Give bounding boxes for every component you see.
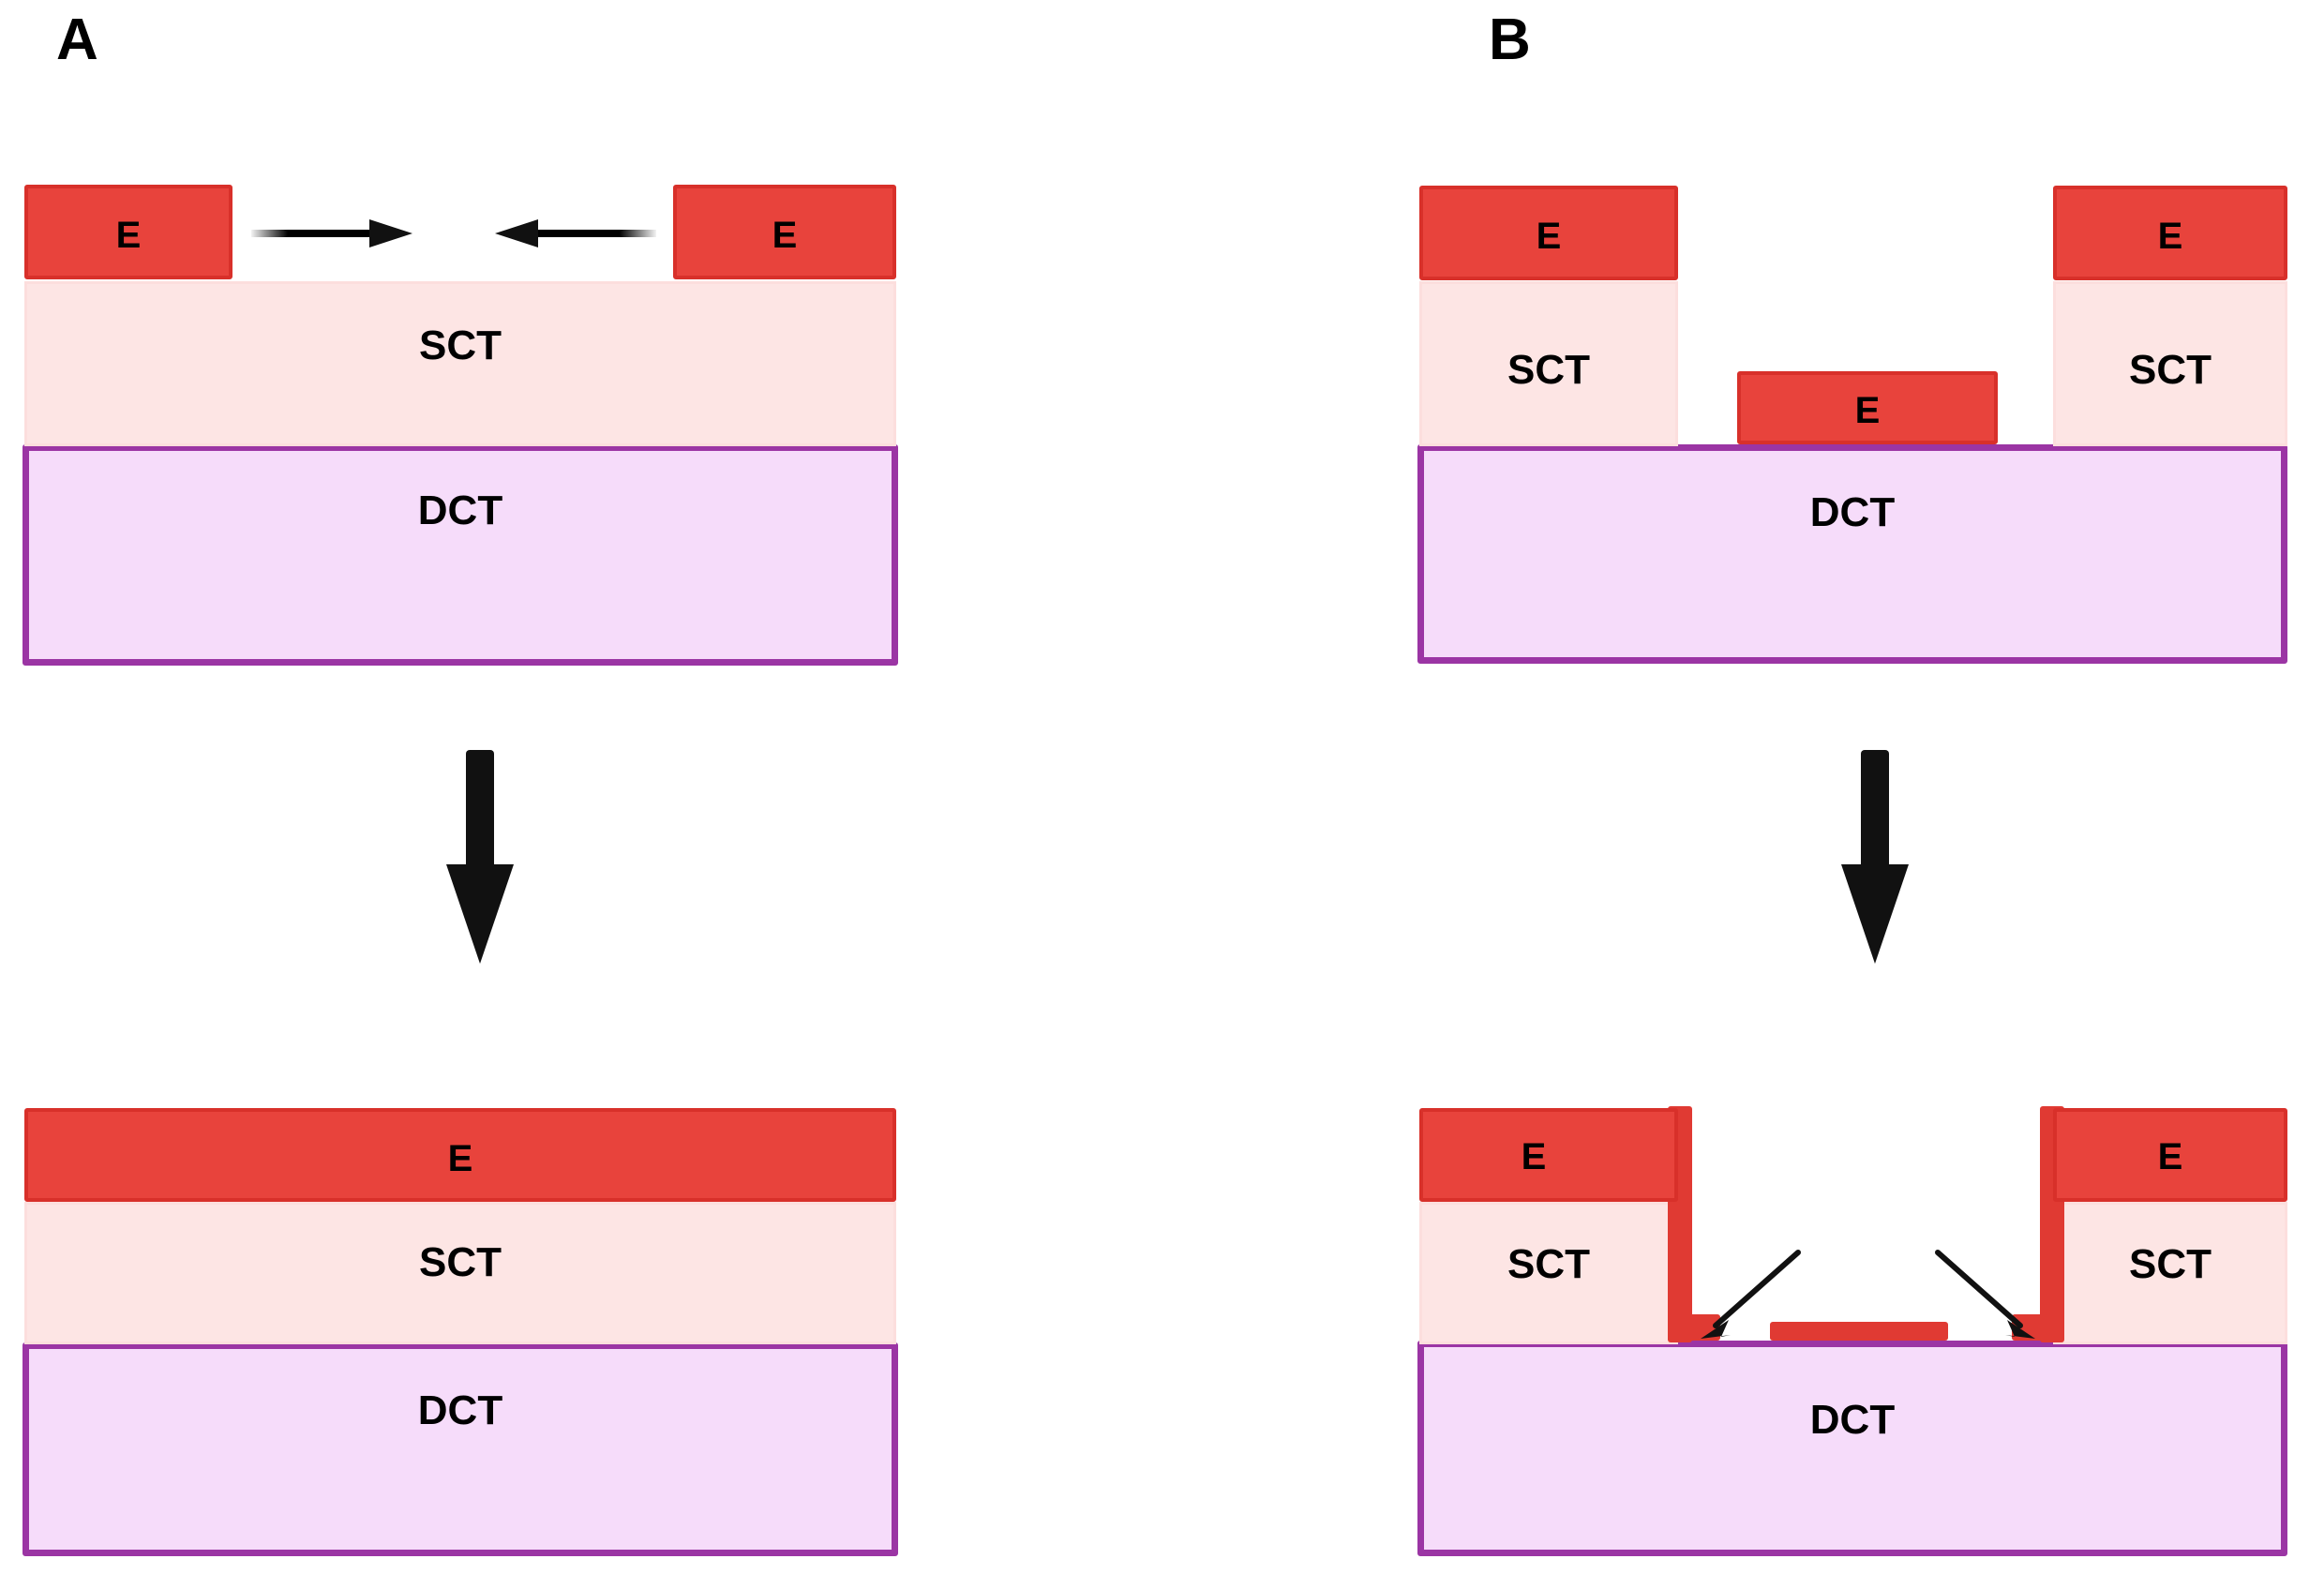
panel-a-result-sct-label: SCT [419, 1239, 502, 1285]
panel-b-result-sct-pillar-left: SCT [1419, 1202, 1678, 1344]
panel-b-result-epithelium-left-cap-label: E [1521, 1136, 1547, 1177]
panel-b-epithelium-right-cap-label: E [2157, 216, 2183, 257]
process-arrow-right [1841, 750, 1909, 964]
panel-b-epithelium-left-cap-label: E [1536, 216, 1562, 257]
panel-b-result-dct-label: DCT [1809, 1397, 1896, 1443]
panel-a-sct-label: SCT [419, 322, 502, 368]
panel-b-epithelium-right-cap: E [2053, 186, 2287, 280]
panel-letter-a: A [56, 7, 98, 72]
panel-b-epithelium-island: E [1737, 371, 1998, 444]
panel-a-result-dct-layer: DCT [22, 1342, 898, 1556]
panel-b-dct-label: DCT [1809, 489, 1896, 535]
panel-a-epithelium-left-label: E [115, 215, 142, 256]
panel-b-sct-pillar-left-label: SCT [1507, 347, 1590, 393]
panel-b-result-epithelium-right-cap: E [2053, 1108, 2287, 1202]
panel-b-sct-pillar-right-label: SCT [2129, 347, 2212, 393]
panel-b-result-sct-pillar-left-label: SCT [1507, 1241, 1590, 1287]
panel-a-migration-arrow-right [251, 219, 412, 247]
panel-a-result-dct-label: DCT [417, 1387, 503, 1433]
panel-a-result-epithelium-continuous: E [24, 1108, 896, 1202]
panel-b-result-pointer-arrow-left [1701, 1250, 1801, 1339]
process-arrow-left [446, 750, 514, 964]
panel-b-sct-pillar-left: SCT [1419, 281, 1678, 446]
panel-b-sct-pillar-right: SCT [2053, 281, 2287, 446]
panel-a-result-sct-layer: SCT [24, 1202, 896, 1344]
panel-a-result-epithelium-label: E [447, 1138, 473, 1179]
panel-a-epithelium-right: E [673, 185, 896, 279]
panel-a-epithelium-right-label: E [772, 215, 798, 256]
panel-b-epithelium-left-cap: E [1419, 186, 1678, 280]
panel-a-dct-layer: DCT [22, 444, 898, 666]
panel-a-dct-label: DCT [417, 487, 503, 533]
panel-b-result-dct-layer: DCT [1417, 1341, 2287, 1556]
panel-b-dct-layer: DCT [1417, 444, 2287, 664]
panel-b-result-sct-pillar-right-label: SCT [2129, 1241, 2212, 1287]
panel-b-epithelium-island-label: E [1854, 390, 1881, 431]
panel-a-epithelium-left: E [24, 185, 232, 279]
panel-b-result-epithelium-left-cap: E [1419, 1108, 1678, 1202]
panel-b-result-epithelium-right-cap-label: E [2157, 1136, 2183, 1177]
panel-b-result-pointer-arrow-right [1935, 1250, 2035, 1339]
panel-a-sct-layer: SCT [24, 281, 896, 446]
panel-b-result-sct-pillar-right: SCT [2053, 1202, 2287, 1344]
panel-letter-b: B [1489, 7, 1531, 72]
panel-b-result-epithelial-island-strip [1770, 1322, 1948, 1341]
panel-a-migration-arrow-left [495, 219, 656, 247]
